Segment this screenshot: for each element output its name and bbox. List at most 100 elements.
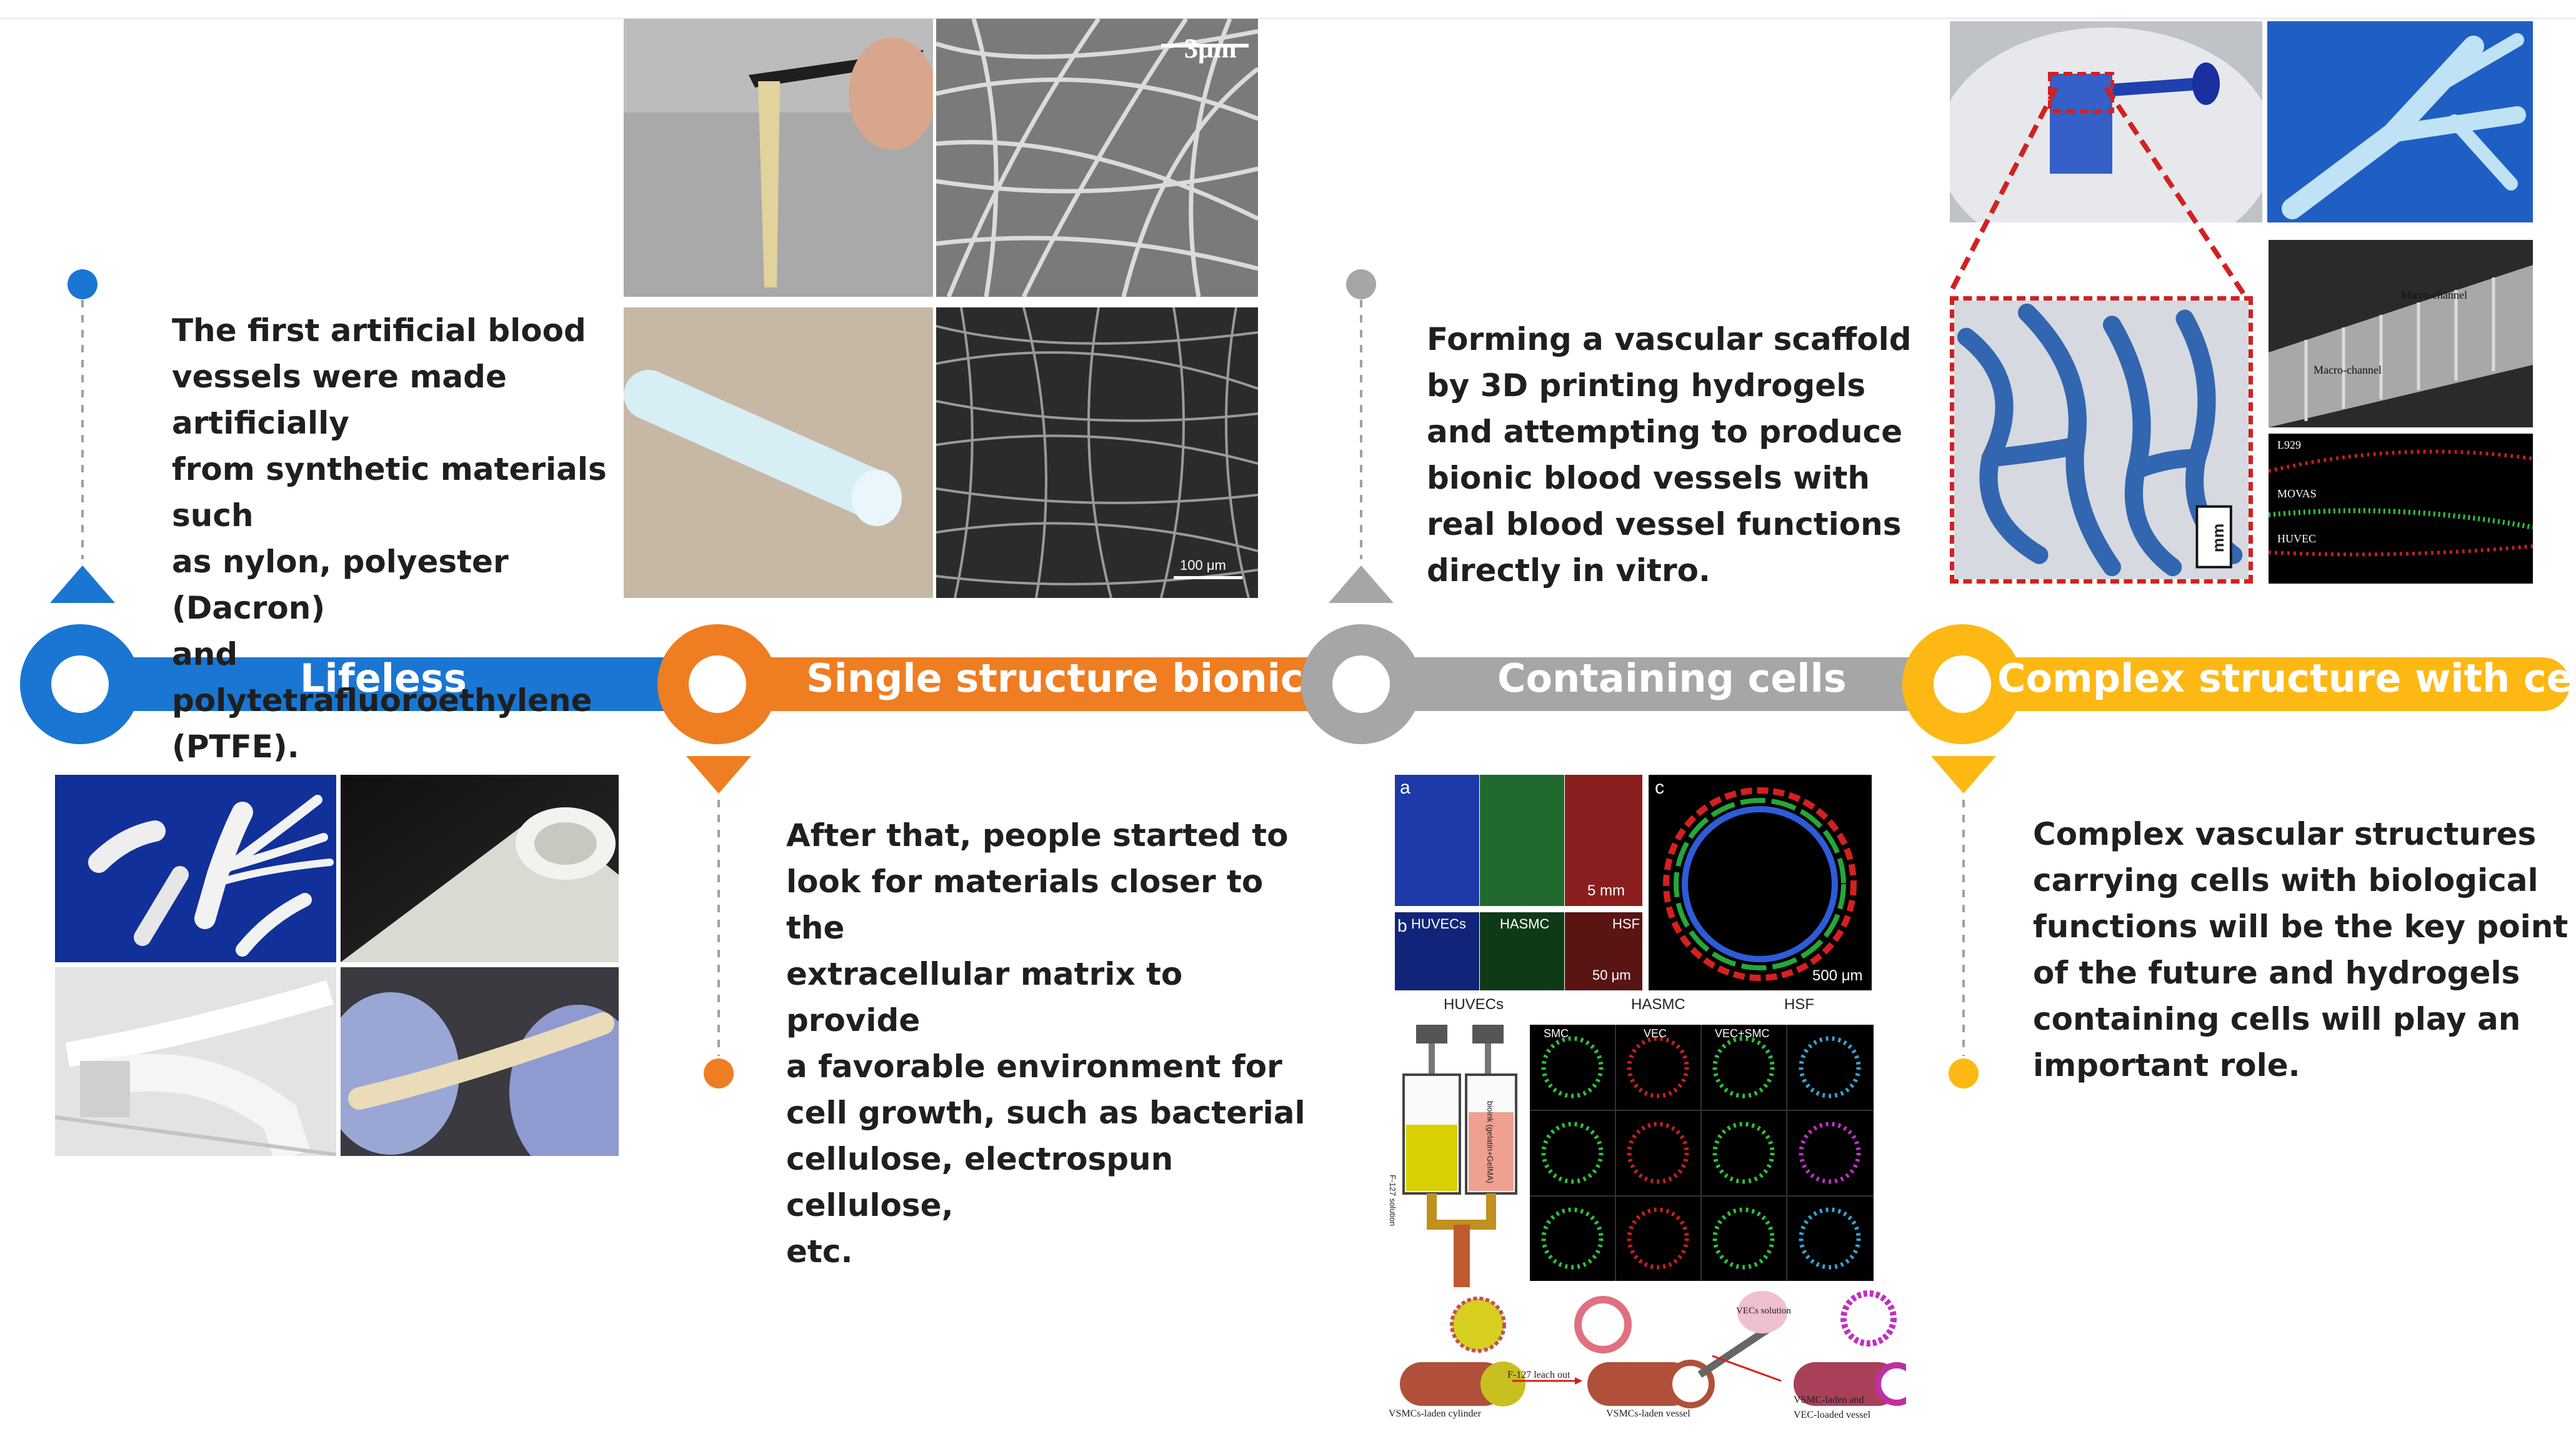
desc-line: a favorable environment for xyxy=(786,1048,1282,1085)
zoom-lines xyxy=(1947,87,2246,296)
panel-c-ring xyxy=(1649,775,1872,990)
desc-line: look for materials closer to the xyxy=(786,864,1264,946)
label-bioink: bioink (gelatin+GelMA) xyxy=(1485,1101,1495,1183)
panel-b-red xyxy=(1565,912,1642,990)
scale-5mm: 5 mm xyxy=(1587,882,1625,899)
label-mm: mm xyxy=(2209,523,2227,552)
node-single xyxy=(657,624,777,744)
desc-line: directly in vitro. xyxy=(1427,552,1710,589)
cylinder-process xyxy=(1387,1287,1906,1425)
desc-line: bionic blood vessels with xyxy=(1427,460,1870,496)
node-cells xyxy=(1301,624,1421,744)
label-cyl3b: VEC-loaded vessel xyxy=(1794,1410,1871,1420)
scale-500um: 500 μm xyxy=(1812,967,1863,984)
sem-scale-bottom: 100 μm xyxy=(1180,557,1226,573)
top-rule xyxy=(0,17,2576,19)
col-huvecs: HUVECs xyxy=(1444,996,1504,1013)
pin-single xyxy=(686,756,751,1088)
desc-line: cellulose, electrospun cellulose, xyxy=(786,1141,1174,1223)
syringe-schematic xyxy=(1391,1018,1529,1287)
desc-line: from synthetic materials such xyxy=(172,451,607,534)
desc-line: (PTFE). xyxy=(172,729,299,765)
pin-lifeless xyxy=(50,269,115,603)
panel-c-letter: c xyxy=(1655,777,1664,798)
photo-graft-render xyxy=(55,967,336,1156)
panel-a-green xyxy=(1480,775,1564,906)
desc-line: Forming a vascular scaffold xyxy=(1427,321,1912,357)
label-movas: MOVAS xyxy=(2277,487,2317,500)
node-lifeless xyxy=(20,624,140,744)
stage-label-lifeless: Lifeless xyxy=(300,655,467,701)
desc-line: functions will be the key point xyxy=(2033,909,2569,945)
node-complex xyxy=(1902,624,2022,744)
sem-scale-top: 3μm xyxy=(1184,33,1237,64)
label-hsf-small: HSF xyxy=(1612,916,1640,932)
fluorescence-grid xyxy=(1530,1025,1874,1281)
desc-line: extracellular matrix to provide xyxy=(786,956,1183,1038)
panel-b-blue xyxy=(1395,912,1479,990)
photo-sem-fibers-bottom xyxy=(936,307,1258,598)
stage-label-single: Single structure bionic xyxy=(806,655,1304,701)
label-vecs-solution: VECs solution xyxy=(1736,1306,1791,1316)
band-cells xyxy=(1344,657,1944,711)
pin-complex xyxy=(1931,756,1996,1088)
timeline-band xyxy=(20,624,2570,744)
desc-line: etc. xyxy=(786,1233,853,1270)
band-complex-main xyxy=(1956,657,2570,711)
panel-a-blue xyxy=(1395,775,1479,906)
desc-cells: Forming a vascular scaffold by 3D printi… xyxy=(1427,316,1927,594)
label-f127-leach: F-127 leach out xyxy=(1507,1370,1570,1380)
label-f127-solution: F-127 solution xyxy=(1388,1175,1397,1227)
photo-channel-tube xyxy=(2269,240,2533,427)
label-huvecs-small: HUVECs xyxy=(1411,916,1467,932)
desc-line: vessels were made artificially xyxy=(172,359,507,441)
col-hsf: HSF xyxy=(1784,996,1814,1013)
desc-line: and attempting to produce xyxy=(1427,414,1903,450)
label-macro-channel: Macro-channel xyxy=(2314,364,2382,376)
desc-line: containing cells will play an xyxy=(2033,1001,2521,1037)
label-l929: L929 xyxy=(2277,439,2301,451)
photo-sem-fibers-top xyxy=(936,19,1258,297)
label-hasmc-small: HASMC xyxy=(1500,916,1550,932)
desc-line: cell growth, such as bacterial xyxy=(786,1095,1305,1131)
band-lifeless xyxy=(75,657,675,711)
panel-a-letter: a xyxy=(1400,777,1410,798)
photo-tube-tweezers xyxy=(624,19,933,297)
scale-50um: 50 μm xyxy=(1592,967,1631,983)
desc-line: of the future and hydrogels xyxy=(2033,955,2520,991)
col-hasmc: HASMC xyxy=(1631,996,1685,1013)
desc-line: carrying cells with biological xyxy=(2033,862,2539,899)
desc-lifeless: The first artificial blood vessels were … xyxy=(172,307,634,770)
label-cyl2: VSMCs-laden vessel xyxy=(1606,1408,1690,1419)
photo-printed-dish xyxy=(1950,21,2262,222)
photo-tube-gloved-hand xyxy=(341,967,619,1156)
label-cyl1: VSMCs-laden cylinder xyxy=(1389,1408,1481,1419)
panel-b-letter: b xyxy=(1397,916,1407,935)
photo-branched-tube-blue xyxy=(2267,21,2533,222)
desc-single: After that, people started to look for m… xyxy=(786,812,1324,1275)
photo-white-tube-closeup xyxy=(341,775,619,962)
desc-line: After that, people started to xyxy=(786,817,1289,854)
photo-cellulose-tube xyxy=(624,307,933,598)
panel-b-green xyxy=(1480,912,1564,990)
pin-cells xyxy=(1329,269,1394,603)
photo-ptfe-branched-grafts xyxy=(55,775,336,962)
desc-complex: Complex vascular structures carrying cel… xyxy=(2033,811,2570,1088)
stage-label-cells: Containing cells xyxy=(1497,655,1847,701)
photo-fluorescence-channel xyxy=(2269,434,2533,584)
desc-line: as nylon, polyester (Dacron) xyxy=(172,544,509,626)
label-cyl3a: VSMC-laden and xyxy=(1794,1395,1864,1405)
panel-a-red xyxy=(1565,775,1642,906)
label-micro-channel: Micro-channel xyxy=(2401,289,2467,301)
photo-vascular-network-zoom xyxy=(1950,296,2253,584)
desc-line: by 3D printing hydrogels xyxy=(1427,367,1866,404)
label-huvec: HUVEC xyxy=(2277,532,2316,545)
col-vec-smc: VEC+SMC xyxy=(1715,1027,1770,1040)
desc-line: The first artificial blood xyxy=(172,312,586,349)
col-vec: VEC xyxy=(1644,1027,1667,1040)
stage-label-complex: Complex structure with cells xyxy=(1997,655,2576,701)
col-smc: SMC xyxy=(1544,1027,1569,1040)
desc-line: Complex vascular structures xyxy=(2033,816,2537,852)
desc-line: and polytetrafluoroethylene xyxy=(172,636,592,719)
